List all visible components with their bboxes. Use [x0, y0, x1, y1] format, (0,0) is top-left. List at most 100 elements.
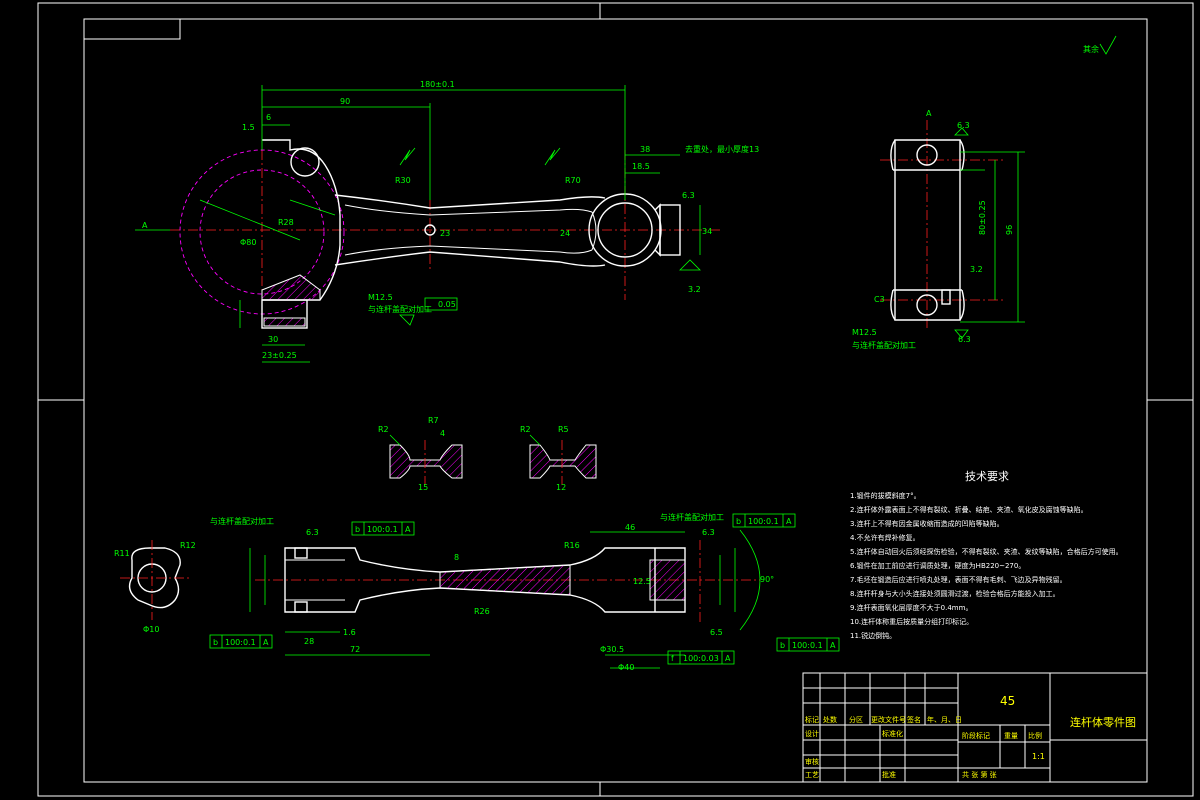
dim-d10: Φ10 — [143, 625, 159, 634]
tolerance-frame-f: f 100:0.03 A — [667, 650, 735, 665]
dim-overall-length: 180±0.1 — [420, 80, 455, 89]
dim-96: 96 — [1005, 225, 1014, 235]
dim-d40: Φ40 — [618, 663, 634, 672]
dim-bottom-6-3-left: 6.3 — [306, 528, 319, 537]
label-sign: 签名 — [907, 715, 921, 724]
tol-value: 100:0.1 — [225, 638, 256, 647]
dim-34: 34 — [702, 227, 712, 236]
tol-value: 100:0.1 — [367, 525, 398, 534]
big-end-outline — [262, 139, 341, 301]
side-thread-note: M12.5 — [852, 328, 877, 337]
tol-symbol: b — [780, 641, 785, 650]
roughness-note: 其余 — [1083, 35, 1117, 55]
tech-requirement-item: 5.连杆体自动回火后须经探伤检验，不得有裂纹、夹渣、发纹等缺陷，合格后方可使用。 — [850, 547, 1123, 556]
tech-requirements: 技术要求 1.锻件的拔模斜度7°。2.连杆体外露表面上不得有裂纹、折叠、结疤、夹… — [850, 470, 1123, 640]
label-mark: 标记 — [805, 715, 819, 724]
thread-note: M12.5 — [368, 293, 393, 302]
label-review: 审核 — [805, 757, 819, 766]
note-paired-machining: 与连杆盖配对加工 — [368, 304, 432, 314]
section-r2-right: R2 — [520, 425, 531, 434]
bottom-view: R11 R12 Φ10 28 72 46 Φ30.5 Φ40 6.3 6.3 1… — [114, 512, 840, 672]
material-value: 45 — [1000, 694, 1015, 708]
tol-datum: A — [786, 517, 792, 526]
top-view: 180±0.1 90 6 1.5 38 18.5 6.3 34 3.2 R30 … — [135, 80, 759, 363]
tol-symbol: b — [213, 638, 218, 647]
section-r2-left: R2 — [378, 425, 389, 434]
dim-r16: R16 — [564, 541, 580, 550]
tol-value: 100:0.03 — [683, 654, 719, 663]
label-sheets: 共 张 第 张 — [962, 770, 997, 779]
roughness-note-text: 其余 — [1083, 44, 1099, 54]
tech-requirement-item: 4.不允许有焊补修复。 — [850, 533, 920, 542]
top-left-code-box — [83, 18, 181, 40]
section-marker-a: A — [142, 221, 148, 230]
section-dim-4: 4 — [440, 429, 445, 438]
tol-datum: A — [405, 525, 411, 534]
dim-r26: R26 — [474, 607, 490, 616]
section-dim-15: 15 — [418, 483, 428, 492]
tolerance-frame-b-top-right: b 100:0.1 A — [732, 513, 796, 528]
dim-1-6-left: 1.6 — [343, 628, 356, 637]
section-left — [389, 444, 463, 479]
label-stage-mark: 阶段标记 — [962, 731, 990, 740]
tolerance-frame-b-bottom-left: b 100:0.1 A — [209, 634, 273, 649]
label-weight: 重量 — [1004, 732, 1018, 740]
dim-bottom-6-3-right: 6.3 — [702, 528, 715, 537]
dim-6-5: 6.5 — [710, 628, 723, 637]
dim-side-3-2: 3.2 — [970, 265, 983, 274]
dim-d80: Φ80 — [240, 238, 256, 247]
tolerance-frame-b-top-left: b 100:0.1 A — [351, 521, 415, 536]
label-date: 年、月、日 — [927, 715, 962, 724]
dim-6: 6 — [266, 113, 271, 122]
tech-requirement-item: 3.连杆上不得有因金属收缩而造成的凹陷等缺陷。 — [850, 519, 1004, 528]
dim-72: 72 — [350, 645, 360, 654]
label-standardize: 标准化 — [882, 729, 903, 738]
tech-requirement-item: 6.锻件在加工前应进行调质处理，硬度为HB220~270。 — [850, 561, 1025, 570]
dim-r30: R30 — [395, 176, 411, 185]
section-dim-12: 12 — [556, 483, 566, 492]
label-approve: 批准 — [882, 770, 896, 779]
tech-requirement-item: 2.连杆体外露表面上不得有裂纹、折叠、结疤、夹渣、氧化皮及腐蚀等缺陷。 — [850, 505, 1088, 514]
scale-value: 1:1 — [1032, 752, 1045, 761]
dim-90-deg: 90° — [760, 575, 774, 584]
label-process: 工艺 — [805, 771, 819, 779]
cross-sections: R2 R7 4 15 R2 R5 12 — [378, 416, 597, 492]
tol-symbol: b — [736, 517, 741, 526]
tech-requirement-item: 7.毛坯在锻造后应进行喷丸处理，表面不得有毛刺、飞边及异物残留。 — [850, 575, 1067, 584]
sheet-border — [37, 2, 1194, 797]
rod-profile-bottom — [284, 547, 686, 613]
dim-18-5: 18.5 — [632, 162, 650, 171]
dim-1-5: 1.5 — [242, 123, 255, 132]
bottom-note-pair-left: 与连杆盖配对加工 — [210, 516, 274, 526]
section-right — [529, 444, 597, 479]
dim-d30-5: Φ30.5 — [600, 645, 624, 654]
tol-value: 100:0.1 — [748, 517, 779, 526]
side-note-paired: 与连杆盖配对加工 — [852, 340, 916, 350]
label-zone: 分区 — [849, 715, 863, 724]
section-r7-left: R7 — [428, 416, 439, 425]
tol-value: 100:0.1 — [792, 641, 823, 650]
label-doc-no: 更改文件号 — [871, 715, 906, 724]
dim-8: 8 — [454, 553, 459, 562]
dim-46: 46 — [625, 523, 635, 532]
tol-datum: A — [725, 654, 731, 663]
tolerance-frame-value: 0.05 — [438, 300, 456, 309]
tech-requirement-item: 1.锻件的拔模斜度7°。 — [850, 491, 921, 500]
tolerance-frame — [424, 297, 458, 311]
dim-c3: C3 — [874, 295, 885, 304]
side-view: 80±0.25 96 6.3 6.3 C3 3.2 M12.5 与连杆盖配对加工… — [852, 109, 1025, 350]
dim-12-5: 12.5 — [633, 577, 651, 586]
dim-38: 38 — [640, 145, 650, 154]
dim-r28: R28 — [278, 218, 294, 227]
bottom-note-pair-right: 与连杆盖配对加工 — [660, 512, 724, 522]
dim-r70: R70 — [565, 176, 581, 185]
dim-r12: R12 — [180, 541, 196, 550]
label-scale: 比例 — [1028, 731, 1042, 740]
tech-requirements-list: 1.锻件的拔模斜度7°。 2.连杆体外露表面上不得有裂纹、折叠、结疤、夹渣、氧化皮… — [850, 491, 1123, 640]
label-count: 处数 — [823, 715, 837, 724]
note-min-thickness: 去重处，最小厚度13 — [685, 144, 759, 154]
tech-requirement-item: 11.锐边倒钝。 — [850, 631, 896, 640]
tech-requirement-item: 10.连杆体称重后按质量分组打印标记。 — [850, 617, 973, 626]
dim-half-length: 90 — [340, 97, 350, 106]
